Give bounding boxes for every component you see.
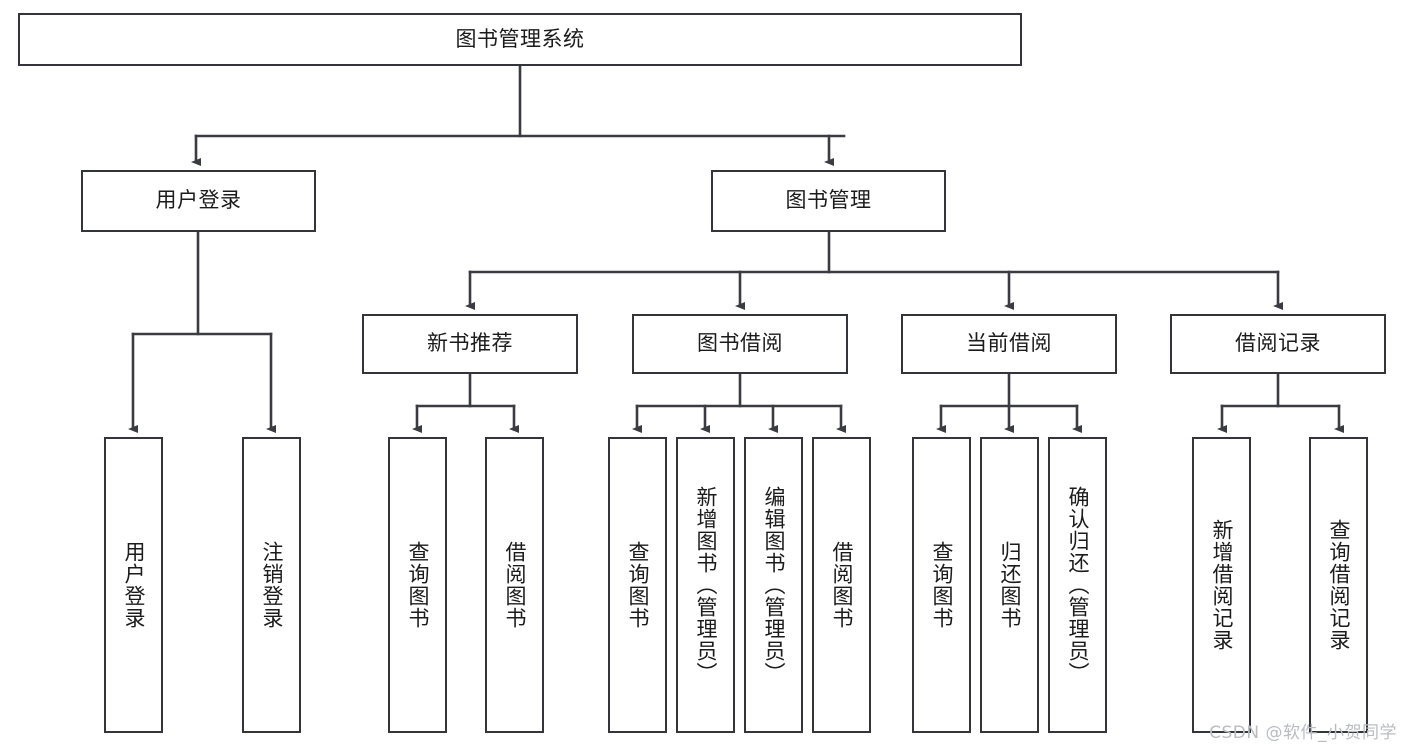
node-leaf-query-book-2-label: 查询图书: [625, 541, 650, 629]
node-leaf-return-book[interactable]: 归还图书: [980, 437, 1039, 733]
node-leaf-query-book-1-label: 查询图书: [405, 541, 430, 629]
node-leaf-borrow-book-2[interactable]: 借阅图书: [812, 437, 871, 733]
node-book-borrow[interactable]: 图书借阅: [632, 314, 848, 374]
node-new-book-recommend-label: 新书推荐: [427, 331, 513, 356]
node-leaf-add-record-label: 新增借阅记录: [1209, 519, 1234, 651]
node-leaf-borrow-book-2-label: 借阅图书: [829, 541, 854, 629]
node-leaf-user-logout[interactable]: 注销登录: [242, 437, 301, 733]
node-leaf-query-record[interactable]: 查询借阅记录: [1309, 437, 1368, 733]
node-leaf-edit-book-label: 编辑图书（管理员）: [761, 486, 786, 684]
node-leaf-query-book-1[interactable]: 查询图书: [388, 437, 447, 733]
node-leaf-query-record-label: 查询借阅记录: [1326, 519, 1351, 651]
node-leaf-query-book-3-label: 查询图书: [929, 541, 954, 629]
node-leaf-return-book-label: 归还图书: [997, 541, 1022, 629]
node-leaf-edit-book[interactable]: 编辑图书（管理员）: [744, 437, 803, 733]
node-book-borrow-label: 图书借阅: [697, 331, 783, 356]
node-user-login-label: 用户登录: [155, 188, 242, 213]
node-leaf-confirm-return-label: 确认归还（管理员）: [1065, 486, 1090, 684]
node-leaf-user-login-label: 用户登录: [121, 541, 146, 629]
node-leaf-user-logout-label: 注销登录: [259, 541, 284, 629]
node-leaf-add-record[interactable]: 新增借阅记录: [1192, 437, 1251, 733]
node-book-management[interactable]: 图书管理: [711, 170, 946, 232]
node-leaf-user-login[interactable]: 用户登录: [104, 437, 163, 733]
node-leaf-query-book-2[interactable]: 查询图书: [608, 437, 667, 733]
node-new-book-recommend[interactable]: 新书推荐: [362, 314, 578, 374]
node-leaf-query-book-3[interactable]: 查询图书: [912, 437, 971, 733]
node-leaf-add-book-label: 新增图书（管理员）: [693, 486, 718, 684]
node-root[interactable]: 图书管理系统: [18, 13, 1022, 66]
node-leaf-confirm-return[interactable]: 确认归还（管理员）: [1048, 437, 1107, 733]
node-current-borrow-label: 当前借阅: [966, 331, 1052, 356]
node-leaf-borrow-book-1[interactable]: 借阅图书: [485, 437, 544, 733]
node-borrow-record-label: 借阅记录: [1235, 331, 1321, 356]
node-book-management-label: 图书管理: [785, 188, 872, 213]
node-leaf-borrow-book-1-label: 借阅图书: [502, 541, 527, 629]
node-current-borrow[interactable]: 当前借阅: [901, 314, 1117, 374]
node-user-login[interactable]: 用户登录: [81, 170, 316, 232]
node-root-label: 图书管理系统: [455, 26, 585, 51]
node-leaf-add-book[interactable]: 新增图书（管理员）: [676, 437, 735, 733]
node-borrow-record[interactable]: 借阅记录: [1170, 314, 1386, 374]
